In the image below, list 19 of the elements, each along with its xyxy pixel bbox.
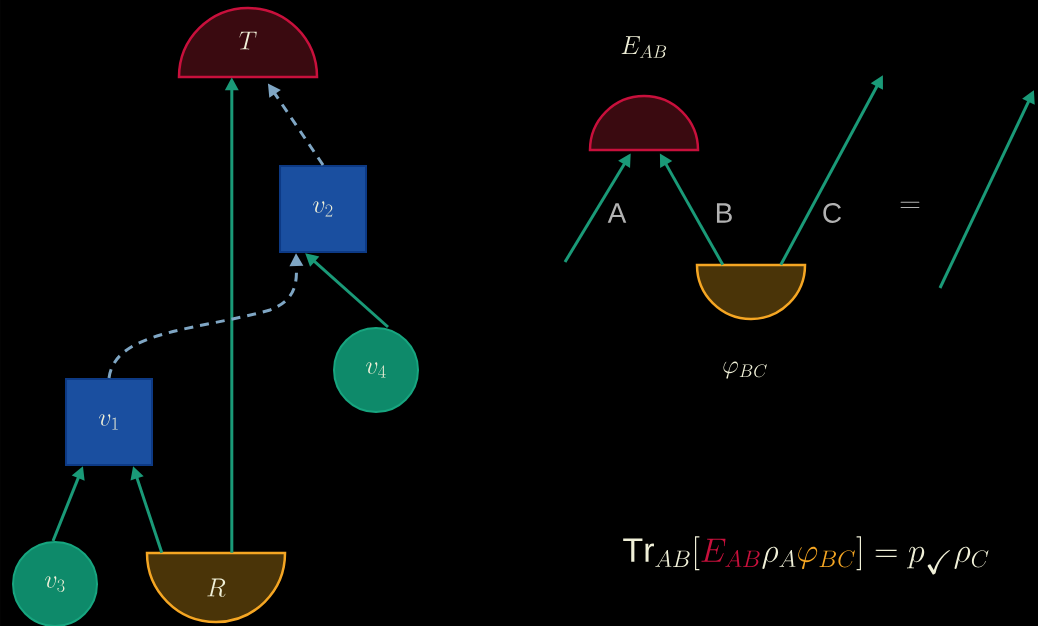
equation: $\mathrm{Tr}_{AB}[$ $E_{AB}$ $\rho_A$ $\varphi_{BC}$$] = p_{\checkmark}\rho_C$ xyxy=(623,536,989,575)
label: $\varphi_{BC}$ xyxy=(798,546,855,570)
label: $\rho_A$ xyxy=(762,546,796,570)
half-disc: $R$ xyxy=(145,551,287,624)
node-label: $\varphi_{BC}$ xyxy=(723,361,767,379)
edge-label: B xyxy=(716,203,732,223)
half-disc: $E_{AB}$ xyxy=(588,36,700,152)
edge-label: C xyxy=(823,203,842,223)
label: $\mathrm{Tr}_{AB}[$ xyxy=(623,536,700,571)
node-label: $E_{AB}$ xyxy=(621,36,667,58)
half-disc: $\varphi_{BC}$ xyxy=(695,263,807,379)
equals-sign: $=$ xyxy=(900,201,920,209)
square-box: $v_2$ xyxy=(279,165,367,253)
label: $] = p_{\checkmark}\rho_C$ xyxy=(856,536,989,575)
square-box: $v_1$ xyxy=(65,378,153,466)
circle-node: $v_3$ xyxy=(12,541,98,626)
circle-node: $v_4$ xyxy=(333,327,419,413)
label: $E_{AB}$ xyxy=(701,538,760,567)
edge-label: A xyxy=(607,203,627,223)
